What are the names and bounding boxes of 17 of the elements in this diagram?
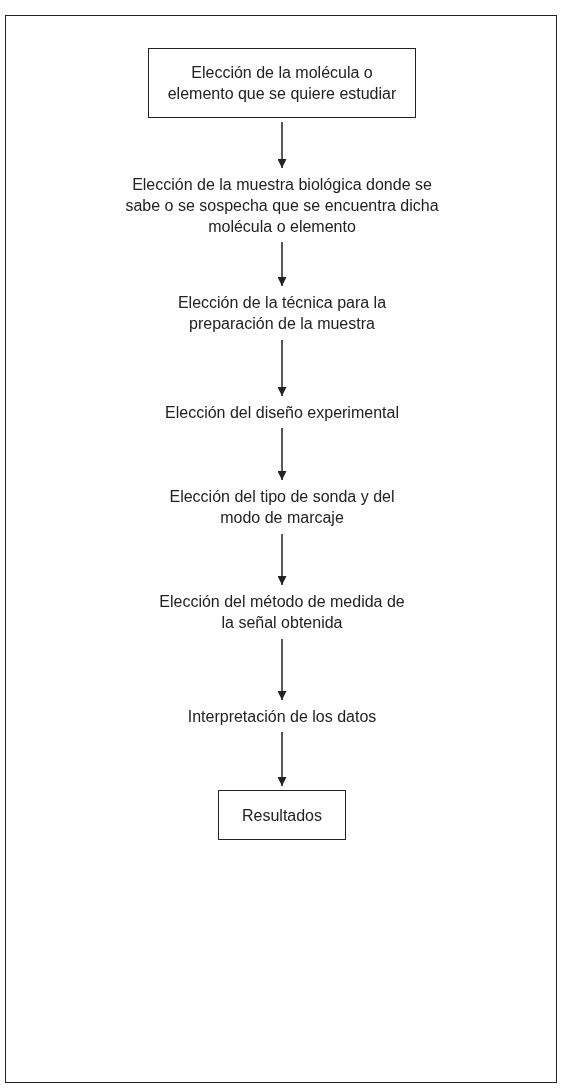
arrow [277,731,287,787]
step-text: Interpretación de los datos [187,706,377,727]
arrow [277,533,287,586]
arrow [277,638,287,701]
process-box [148,48,416,118]
step-text: Elección de la técnica para la preparación de la muestra [176,293,388,334]
step-text: Resultados [241,805,322,826]
step-text: Elección del tipo de sonda y del modo de marcaje [168,487,396,528]
arrow [277,241,287,287]
process-box [218,790,346,840]
step-text: Elección de la molécula o elemento que se quiere estudiar [166,63,398,104]
arrow [277,121,287,169]
arrow [277,427,287,481]
step-text: Elección del diseño experimental [165,402,399,423]
arrow [277,339,287,397]
step-text: Elección del método de medida de la señal obtenida [158,592,406,633]
step-text: Elección de la muestra biológica donde se sabe o se sospecha que se encuentra dicha molécula o elemento [124,174,440,237]
